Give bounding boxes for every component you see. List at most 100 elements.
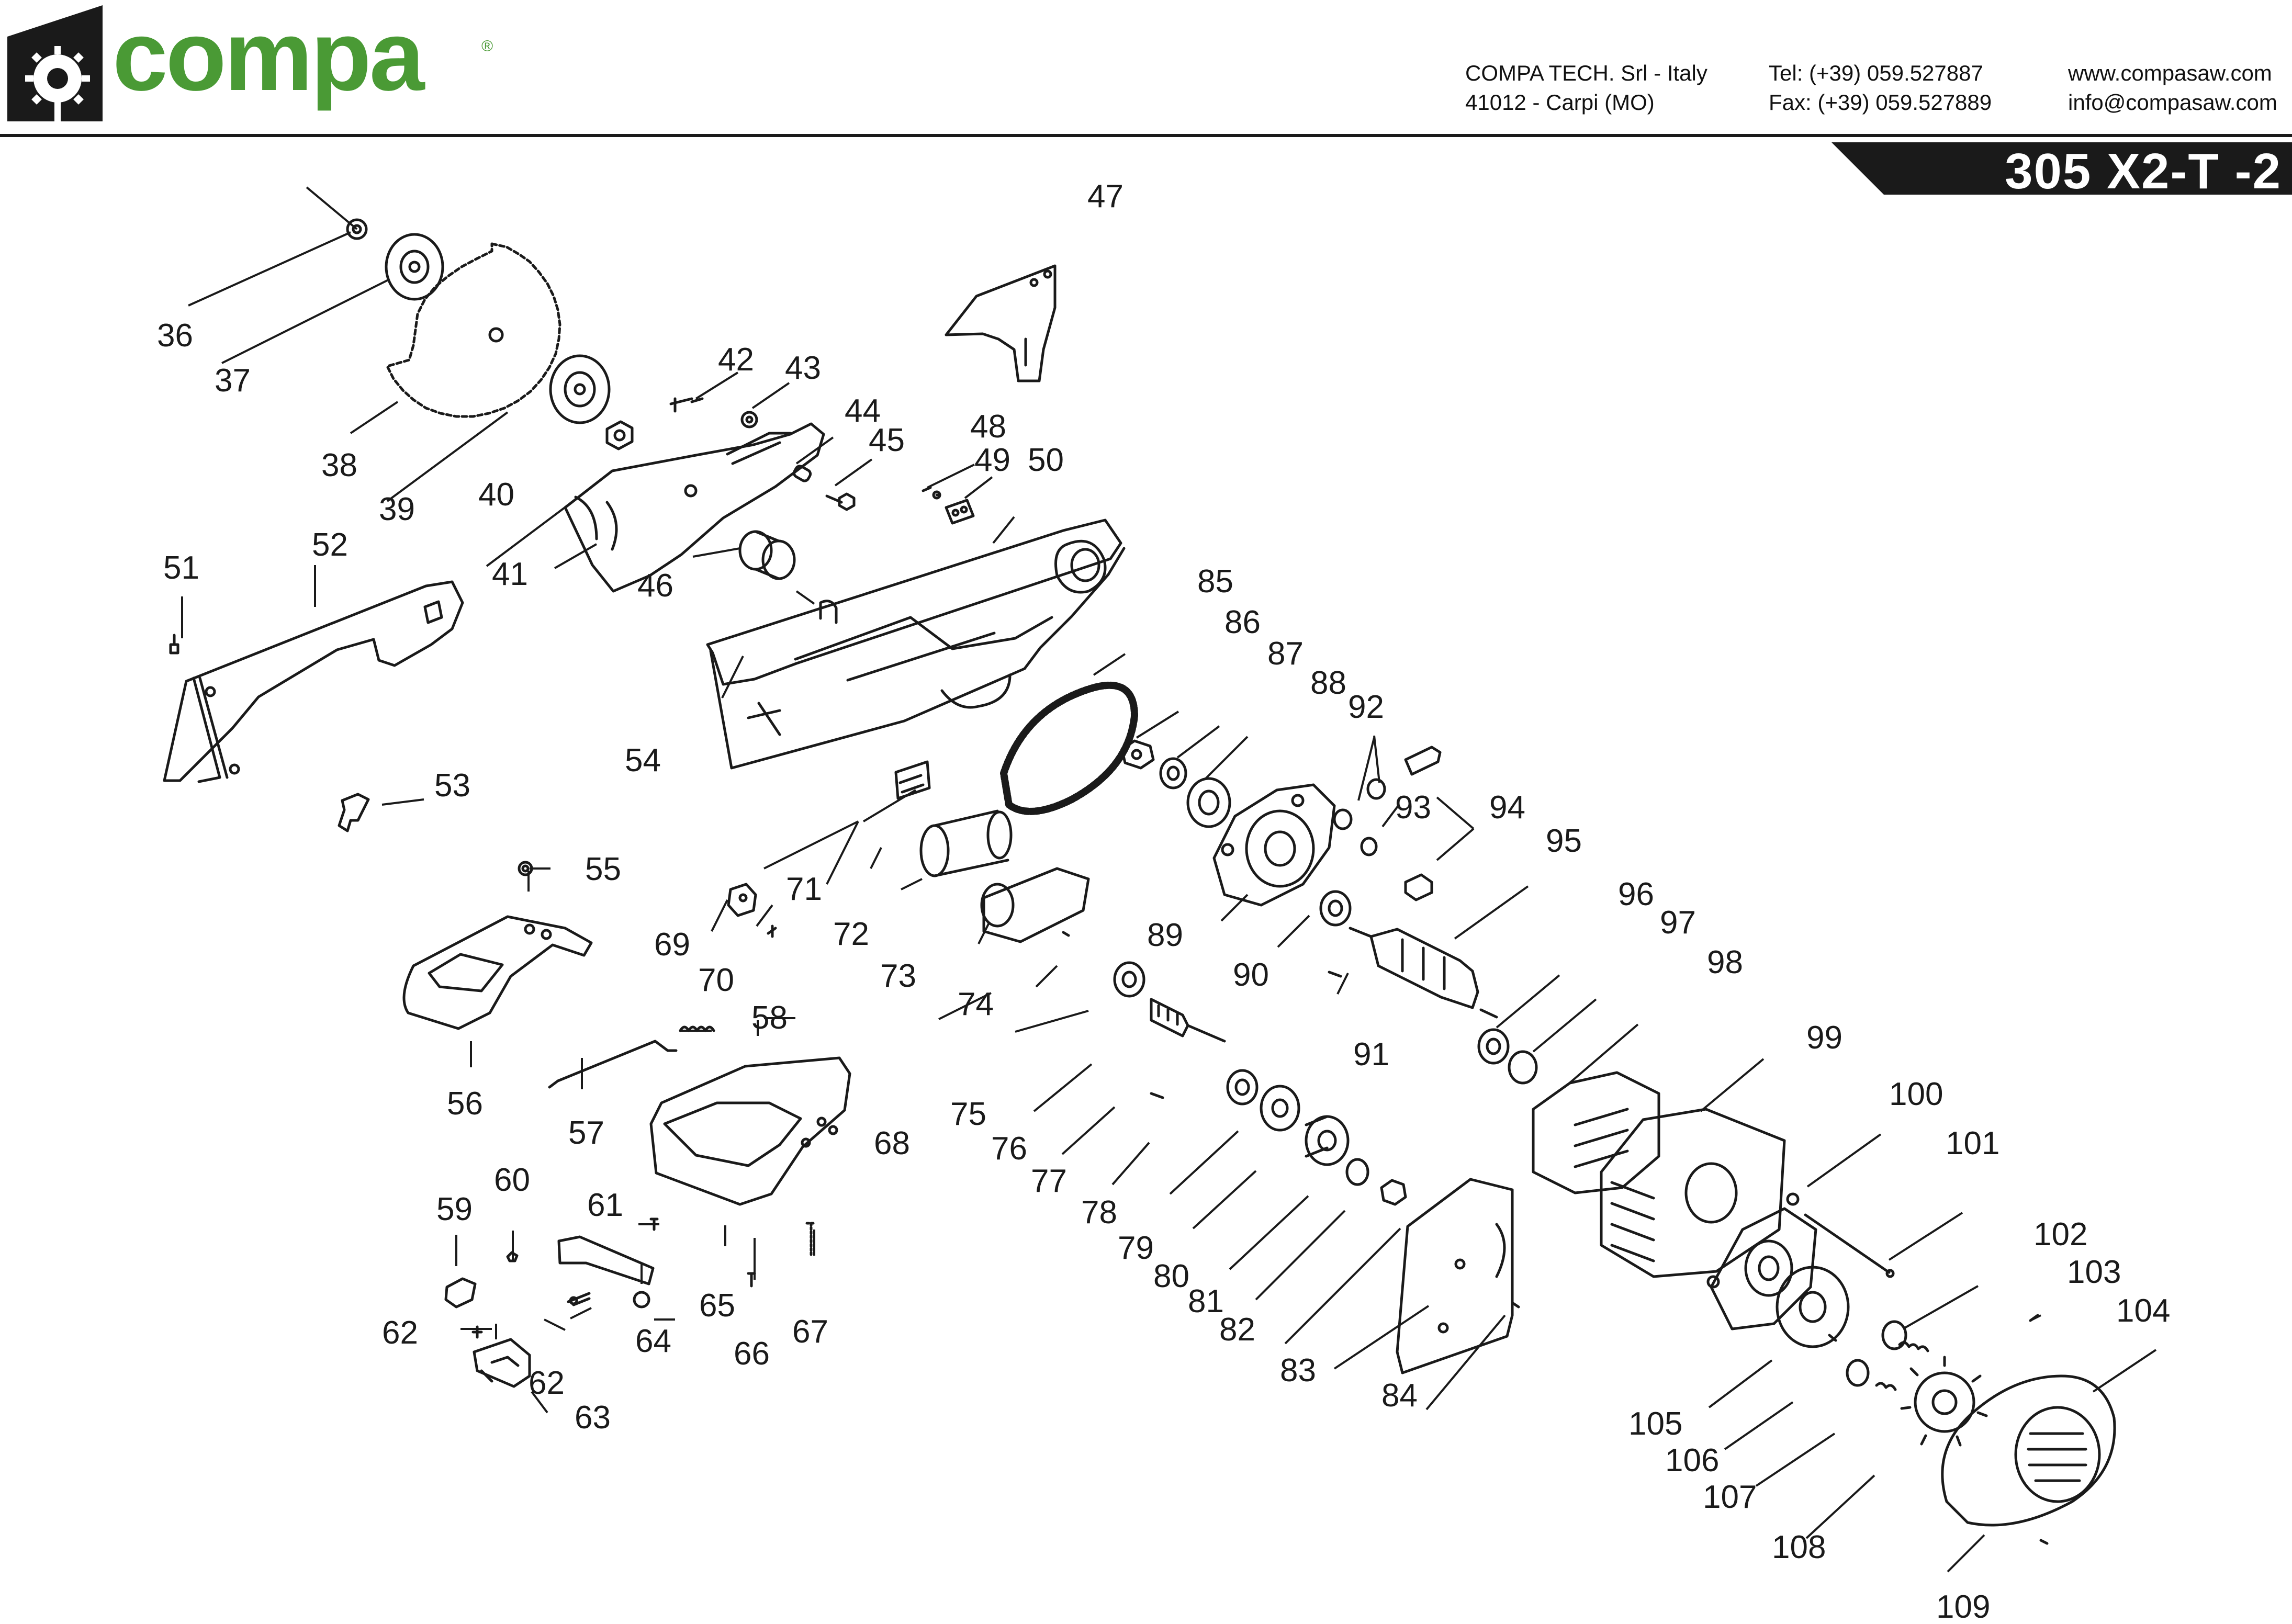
- motor-housing: [1600, 1108, 1786, 1278]
- clamp-plate: [945, 499, 975, 525]
- blade-guard: [564, 422, 825, 593]
- part-label-62b: 62: [529, 1365, 565, 1401]
- part-label-47: 47: [1087, 178, 1123, 215]
- part-label-107: 107: [1703, 1479, 1757, 1515]
- part-label-46: 46: [637, 568, 673, 604]
- release-bracket: [557, 1235, 655, 1309]
- leader-lines: [181, 186, 2157, 1573]
- part-label-88: 88: [1310, 665, 1346, 701]
- base-frame: [649, 1056, 851, 1206]
- belt-cover: [1396, 1178, 1514, 1374]
- clamp-screw: [767, 924, 777, 938]
- part-label-49: 49: [974, 442, 1010, 478]
- part-label-58: 58: [751, 1000, 788, 1036]
- bearing-78: [1226, 1069, 1259, 1106]
- arbor-washer: [346, 218, 368, 240]
- small-pin: [922, 486, 941, 500]
- side-guard-panel: [163, 580, 464, 783]
- washer-87: [1159, 757, 1187, 790]
- part-label-78: 78: [1081, 1194, 1117, 1231]
- part-label-105: 105: [1628, 1406, 1682, 1442]
- web-block: www.compasaw.com info@compasaw.com: [2068, 59, 2277, 117]
- part-label-56: 56: [447, 1086, 483, 1122]
- part-label-106: 106: [1665, 1442, 1719, 1479]
- switch-box: [980, 867, 1090, 943]
- part-label-86: 86: [1224, 604, 1261, 640]
- part-label-59: 59: [436, 1191, 473, 1227]
- arbor-nut: [605, 420, 634, 450]
- part-label-45: 45: [869, 422, 905, 458]
- washer-93: [1360, 837, 1378, 856]
- cap-102: [1881, 1320, 1907, 1350]
- allen-key: [548, 1040, 678, 1089]
- part-label-37: 37: [215, 363, 251, 399]
- part-label-87: 87: [1267, 636, 1304, 672]
- outer-flange: [385, 233, 444, 301]
- part-label-79: 79: [1118, 1230, 1154, 1266]
- part-label-98: 98: [1707, 944, 1743, 980]
- part-label-77: 77: [1031, 1163, 1067, 1199]
- pivot-bolt: [825, 492, 856, 511]
- phone-block: Tel: (+39) 059.527887 Fax: (+39) 059.527…: [1769, 59, 1992, 117]
- part-label-104: 104: [2116, 1293, 2170, 1329]
- part-label-97: 97: [1660, 905, 1696, 941]
- part-label-109: 109: [1936, 1589, 1990, 1624]
- part-label-73: 73: [880, 958, 916, 994]
- logo-saw-icon: [7, 5, 103, 121]
- part-label-80: 80: [1153, 1258, 1189, 1294]
- tiny-screw: [1062, 931, 1070, 937]
- small-screw: [506, 1251, 519, 1262]
- part-label-100: 100: [1889, 1076, 1943, 1112]
- terminal-plate: [894, 760, 931, 800]
- part-label-39: 39: [379, 491, 415, 527]
- part-label-69: 69: [654, 927, 690, 963]
- part-label-103: 103: [2067, 1254, 2121, 1290]
- key-91: [1328, 971, 1342, 978]
- nut-86: [1120, 739, 1155, 770]
- website-link[interactable]: www.compasaw.com: [2068, 61, 2272, 85]
- lock-lever: [567, 1292, 591, 1306]
- switch-body: [473, 1338, 531, 1388]
- part-label-52: 52: [312, 527, 348, 563]
- company-line: COMPA TECH. Srl - Italy: [1465, 61, 1707, 85]
- cap-107: [1846, 1359, 1870, 1387]
- part-label-63: 63: [575, 1400, 611, 1436]
- part-label-92: 92: [1348, 689, 1384, 725]
- washer-81: [1345, 1158, 1369, 1186]
- part-label-67: 67: [792, 1314, 828, 1350]
- part-labels: 36 37 38 39 40 41 42 43 44 45 46 47 48 4…: [157, 178, 2170, 1624]
- washer-97: [1508, 1050, 1538, 1085]
- fax-line: Fax: (+39) 059.527889: [1769, 90, 1992, 115]
- motor-flange: [1212, 783, 1336, 907]
- part-label-90: 90: [1233, 957, 1269, 993]
- tel-line: Tel: (+39) 059.527887: [1769, 61, 1983, 85]
- guard-screw: [669, 397, 704, 413]
- spacer-bushing: [792, 465, 812, 482]
- part-label-89: 89: [1147, 917, 1183, 953]
- bolts-94: [1404, 746, 1442, 901]
- part-label-43: 43: [785, 350, 821, 386]
- end-bell: [1706, 1192, 1817, 1330]
- part-label-96: 96: [1618, 876, 1654, 912]
- washer-79: [1260, 1085, 1300, 1132]
- long-screw: [805, 1222, 817, 1256]
- wave-washer: [1776, 1266, 1850, 1348]
- email-link[interactable]: info@compasaw.com: [2068, 90, 2277, 115]
- bearing-88: [1186, 777, 1231, 828]
- part-label-61: 61: [587, 1187, 623, 1223]
- guard-washer: [740, 411, 758, 428]
- base-plate: [402, 915, 593, 1030]
- spring-108: [1875, 1382, 1897, 1391]
- cooling-fan: [1900, 1356, 1988, 1447]
- part-label-93: 93: [1395, 790, 1431, 826]
- pulley-80: [1305, 1115, 1350, 1166]
- switch-cap: [444, 1277, 477, 1309]
- part-label-66: 66: [734, 1336, 770, 1372]
- registered-mark: ®: [481, 38, 493, 55]
- screw-84: [1511, 1301, 1520, 1309]
- part-label-42: 42: [718, 342, 754, 378]
- capacitor: [919, 809, 1013, 877]
- part-label-53: 53: [434, 768, 470, 804]
- screw-109: [2039, 1539, 2049, 1545]
